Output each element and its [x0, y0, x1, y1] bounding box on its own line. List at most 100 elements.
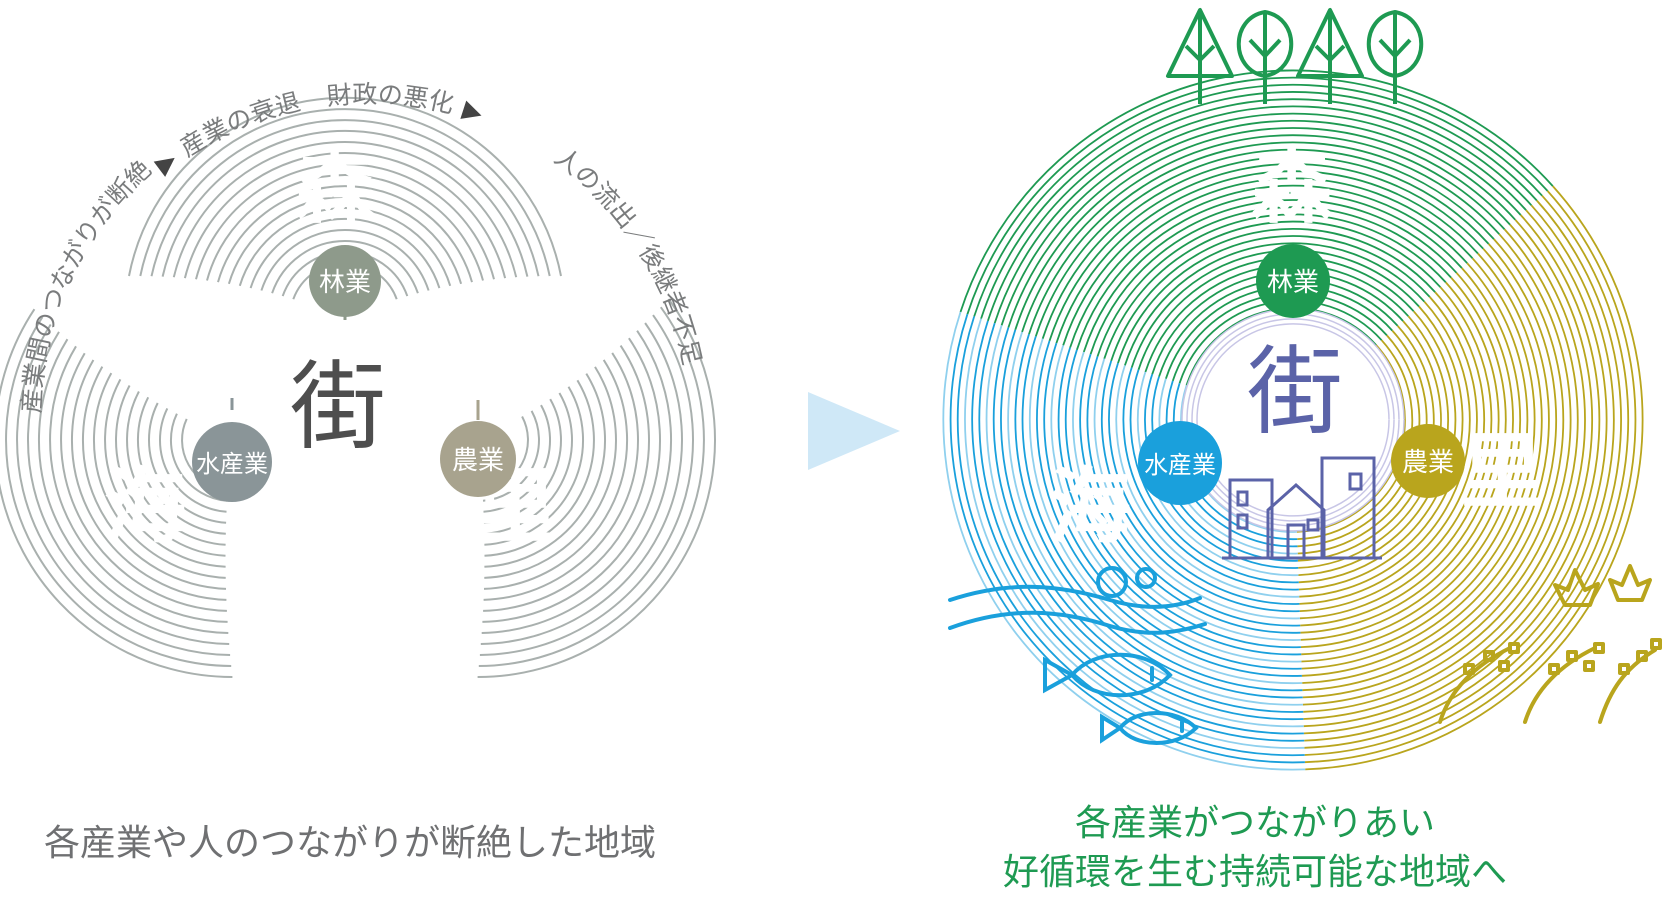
ring-line: [966, 76, 1549, 315]
ring-line: [483, 404, 551, 513]
ring-line: [483, 359, 629, 590]
ring-line: [150, 119, 540, 277]
left-fishery-node: [192, 422, 272, 502]
right-agri-node: [1391, 424, 1465, 498]
right-region-forest: 森: [1252, 141, 1333, 234]
ring-line: [161, 129, 529, 277]
fish-icon: [1100, 711, 1199, 745]
left-agri-node: [440, 421, 516, 497]
ring-line: [1050, 345, 1302, 663]
ring-line: [978, 322, 1304, 735]
right-forestry-label: 林業: [1267, 268, 1319, 298]
ring-line: [115, 385, 226, 557]
ring-line: [206, 173, 484, 281]
arc-arrow-2: ▶: [459, 94, 487, 128]
ring-line: [159, 407, 227, 513]
ring-line: [1301, 248, 1550, 677]
ring-line: [987, 98, 1533, 322]
ring-line: [1181, 308, 1405, 532]
ring-line: [1303, 214, 1601, 728]
ring-line: [959, 69, 1554, 313]
ring-line: [949, 313, 1305, 764]
ring-line: [1304, 195, 1630, 756]
ring-line: [1034, 148, 1495, 337]
ring-line: [992, 327, 1304, 721]
right-panel: 森 海 里 街 林業 水産業 農業: [942, 8, 1662, 771]
ring-line: [1300, 272, 1514, 641]
right-forestry-node: [1256, 244, 1330, 318]
ring-line: [1300, 276, 1507, 634]
ring-line: [0, 308, 233, 679]
right-region-sea: 海: [1049, 460, 1131, 555]
ring-line: [1100, 360, 1300, 613]
ring-line: [980, 91, 1538, 319]
ring-line: [942, 311, 1306, 771]
ring-line: [128, 96, 562, 277]
bubble-icon: [1096, 566, 1128, 598]
ring-line: [483, 398, 562, 524]
left-ring-lines: [0, 96, 716, 679]
ring-line: [1299, 301, 1471, 598]
ring-line: [148, 402, 227, 524]
left-agri-label: 農業: [452, 446, 504, 476]
ring-line: [1036, 340, 1302, 677]
ring-line: [139, 108, 551, 277]
rice-icon: [1598, 638, 1662, 724]
ring-line: [1299, 296, 1478, 605]
ring-line: [1301, 262, 1529, 656]
ring-line: [1144, 374, 1299, 569]
ring-line: [1110, 227, 1436, 362]
arc-text-outflow: 人の流出／後継者不足: [549, 142, 707, 368]
ring-line: [1076, 191, 1463, 351]
ring-line: [1086, 356, 1301, 627]
rice-icon: [1438, 642, 1520, 724]
ring-line: [964, 318, 1305, 749]
ring-line: [484, 386, 585, 546]
ring-line: [92, 372, 226, 579]
ring-line: [482, 337, 661, 623]
ring-line: [1048, 163, 1484, 342]
arrow-icon: [808, 392, 900, 470]
ring-line: [1301, 257, 1536, 663]
tree-icon: [1236, 10, 1294, 104]
ring-line: [136, 396, 226, 535]
ring-line: [1021, 336, 1303, 692]
ring-line: [481, 330, 673, 634]
ring-line: [1055, 170, 1479, 344]
ring-line: [1064, 349, 1301, 649]
ring-line: [70, 359, 227, 601]
ring-line: [1000, 329, 1304, 713]
arc-text-disconnect: 産業間のつながりが断絶: [17, 154, 157, 414]
town-icon: [1222, 456, 1382, 560]
ring-line: [1028, 338, 1303, 685]
ring-line: [1191, 318, 1395, 522]
fish-icon: [1043, 652, 1173, 698]
ring-line: [1304, 204, 1615, 742]
ring-line: [60, 352, 227, 612]
ring-line: [1115, 365, 1300, 598]
ring-line: [1129, 369, 1299, 584]
ring-line: [956, 316, 1305, 757]
village-icons: [1438, 564, 1662, 724]
wave-icon: [948, 584, 1202, 609]
ring-line: [38, 338, 229, 634]
left-region-sea: 海: [104, 460, 186, 555]
left-forestry-node: [309, 245, 381, 317]
left-center-label: 街: [290, 351, 386, 463]
ring-line: [82, 366, 227, 590]
ring-line: [1122, 367, 1299, 591]
ring-line: [985, 325, 1304, 728]
ring-line: [172, 141, 518, 278]
ring-line: [5, 316, 232, 667]
tree-icon: [1166, 8, 1234, 104]
ring-line: [973, 83, 1543, 317]
ring-line: [1130, 249, 1420, 368]
ring-line: [482, 410, 540, 502]
trees: [1166, 8, 1424, 104]
ring-line: [260, 229, 430, 291]
ring-line: [1302, 228, 1579, 706]
ring-line: [1303, 219, 1593, 720]
ring-line: [480, 322, 683, 645]
ring-line: [478, 306, 705, 667]
